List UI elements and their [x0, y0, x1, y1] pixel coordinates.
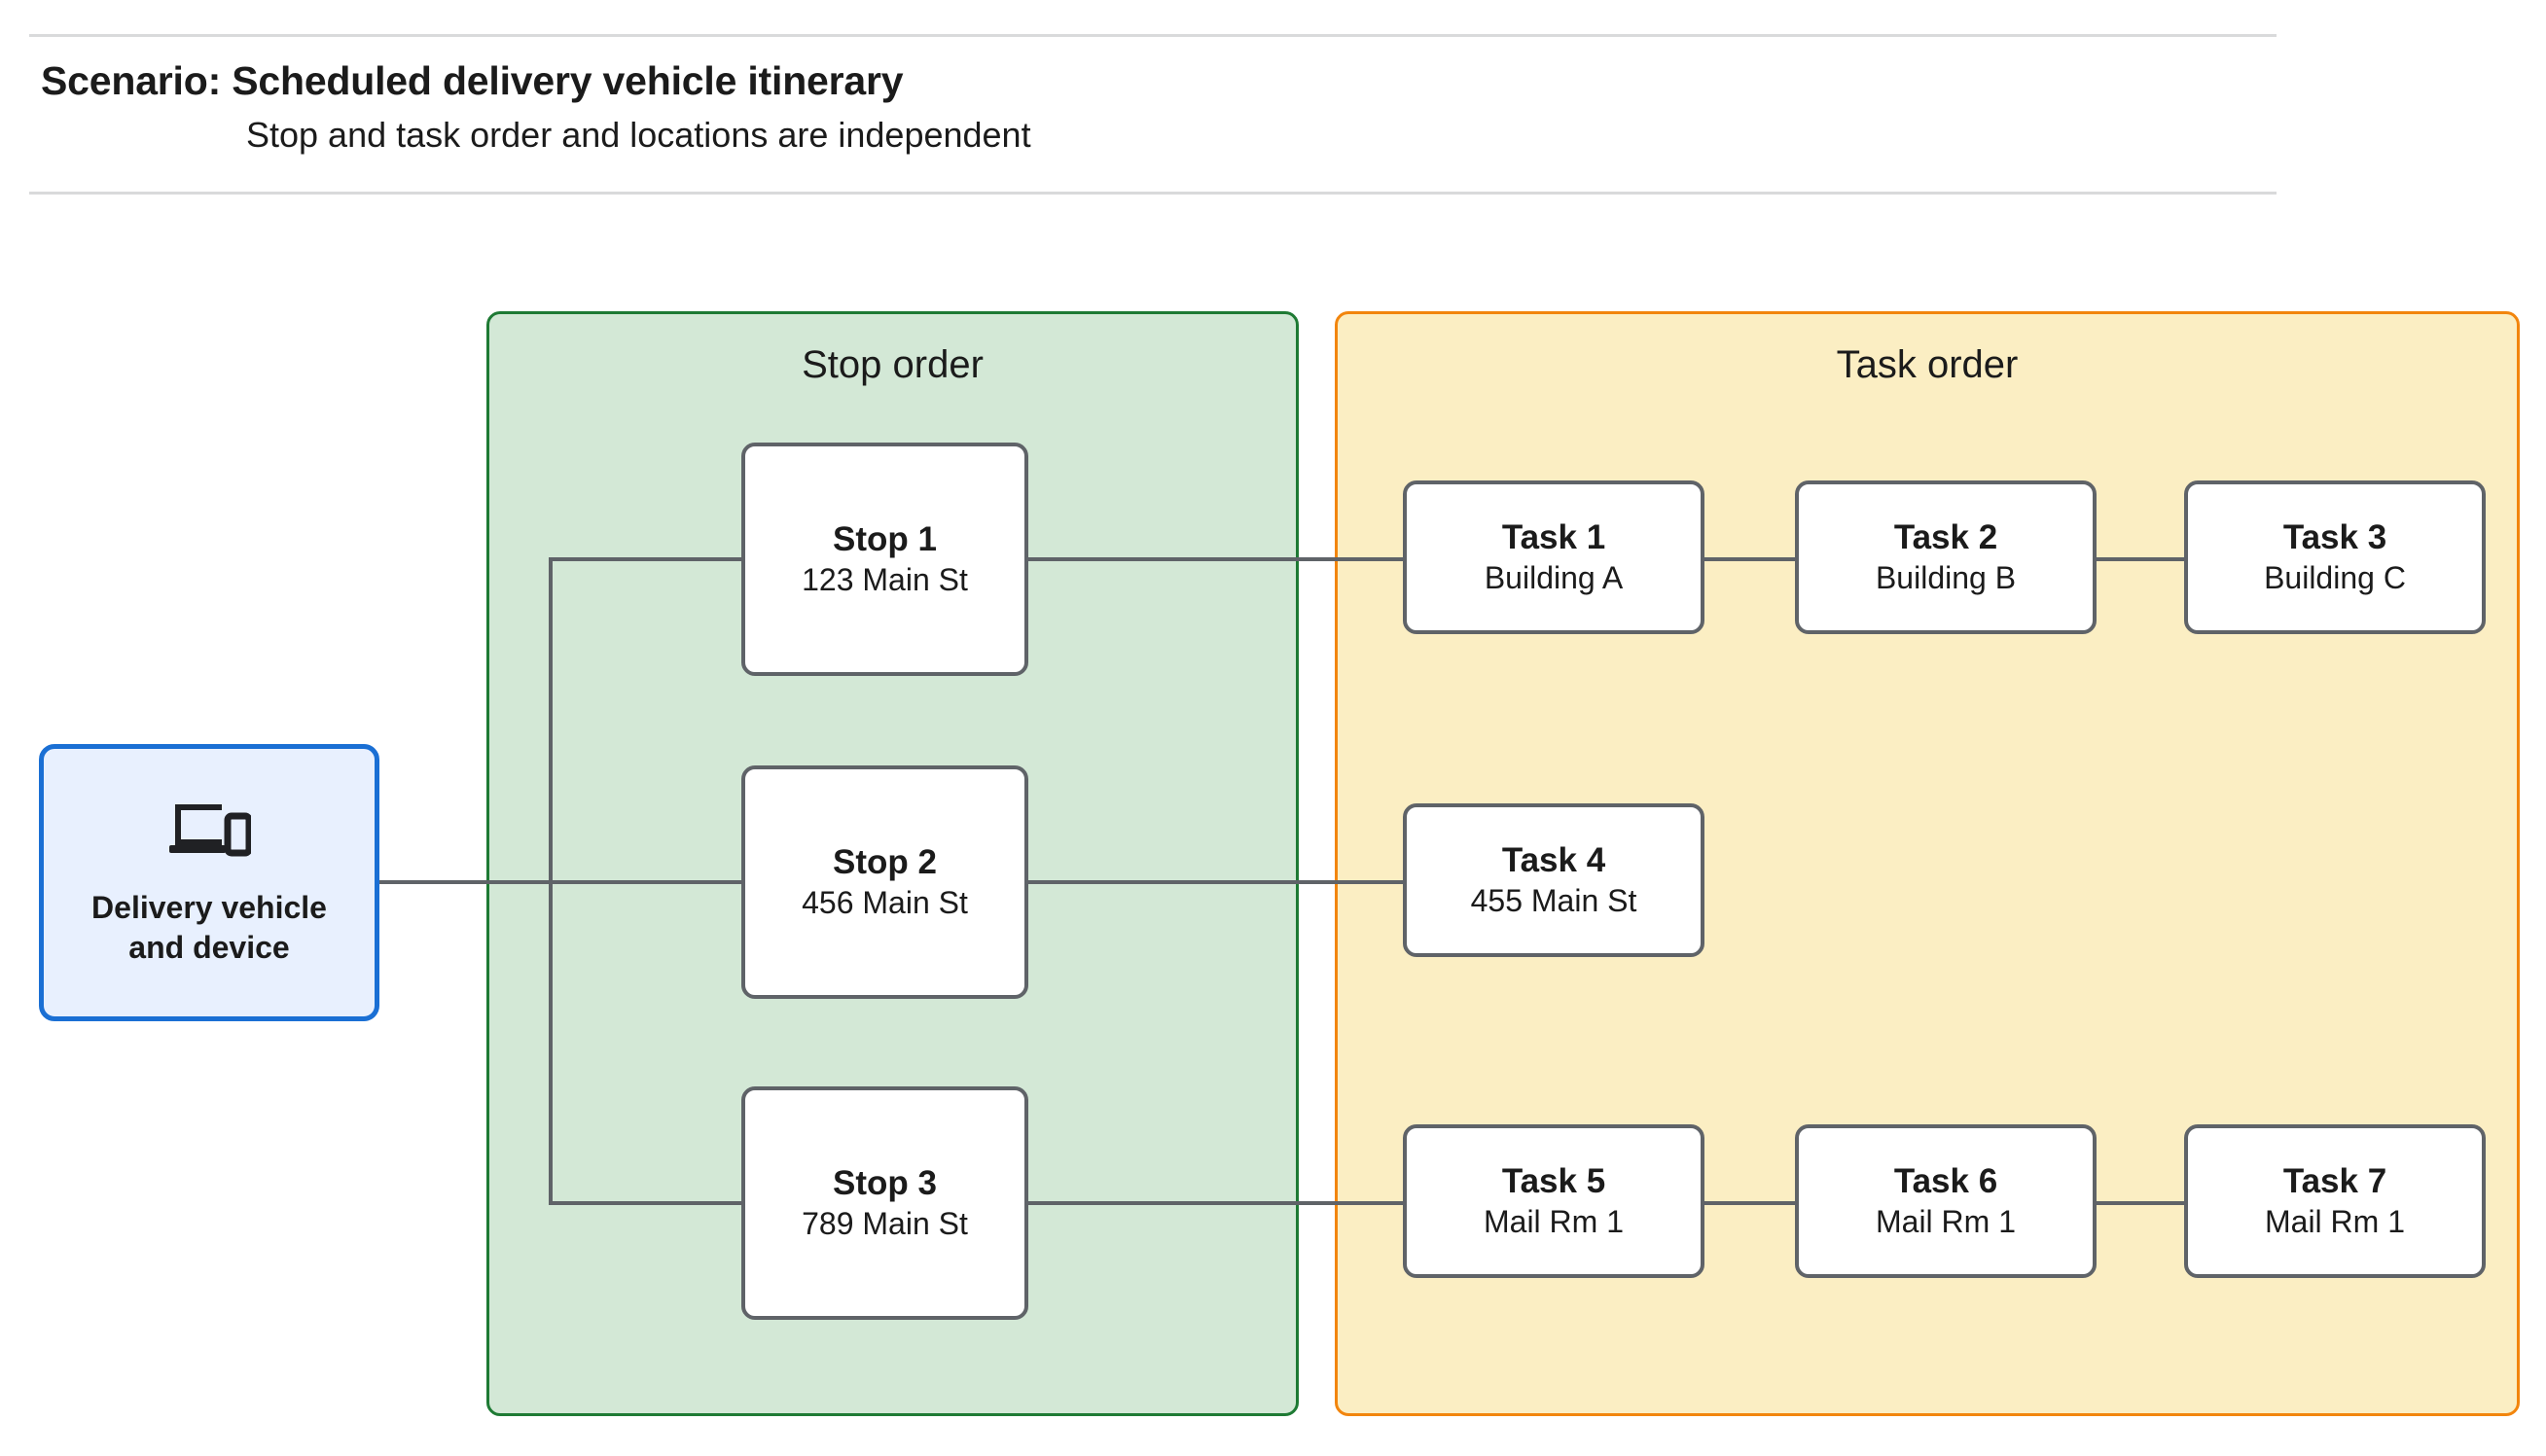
stop-node-3[interactable]: Stop 3 789 Main St [741, 1086, 1028, 1320]
connector-trunk-stop-1 [549, 557, 743, 561]
stop-node-2-address: 456 Main St [802, 884, 968, 920]
header-divider-bottom [29, 192, 2277, 195]
task-node-1-location: Building A [1484, 559, 1624, 595]
delivery-vehicle-node[interactable]: Delivery vehicle and device [39, 744, 379, 1021]
task-node-1-title: Task 1 [1501, 517, 1606, 556]
task-node-3-title: Task 3 [2282, 517, 2387, 556]
task-node-3-location: Building C [2264, 559, 2406, 595]
connector-vehicle-trunk [377, 880, 553, 884]
delivery-vehicle-label-line2: and device [128, 929, 290, 965]
task-node-6-location: Mail Rm 1 [1875, 1203, 2016, 1239]
task-node-4[interactable]: Task 4 455 Main St [1403, 803, 1704, 957]
connector-task-1-task-2 [1703, 557, 1810, 561]
task-node-6-title: Task 6 [1893, 1161, 1998, 1200]
task-node-2[interactable]: Task 2 Building B [1795, 480, 2097, 634]
task-node-4-location: 455 Main St [1470, 882, 1637, 918]
connector-stop-2-task-4 [1026, 880, 1406, 884]
stop-node-2[interactable]: Stop 2 456 Main St [741, 765, 1028, 999]
connector-stop-3-task-5 [1026, 1201, 1406, 1205]
task-node-5-location: Mail Rm 1 [1483, 1203, 1624, 1239]
task-node-4-title: Task 4 [1501, 840, 1606, 879]
stop-node-3-title: Stop 3 [833, 1163, 937, 1202]
task-node-2-location: Building B [1875, 559, 2017, 595]
task-node-2-title: Task 2 [1893, 517, 1998, 556]
page-title: Scenario: Scheduled delivery vehicle iti… [41, 58, 904, 103]
stop-order-panel-title: Stop order [802, 343, 984, 386]
stop-node-1[interactable]: Stop 1 123 Main St [741, 443, 1028, 676]
delivery-vehicle-label-line1: Delivery vehicle [91, 889, 327, 925]
task-node-1[interactable]: Task 1 Building A [1403, 480, 1704, 634]
connector-stop-1-task-1 [1026, 557, 1406, 561]
stop-node-1-title: Stop 1 [833, 519, 937, 558]
task-node-5-title: Task 5 [1501, 1161, 1606, 1200]
task-node-7[interactable]: Task 7 Mail Rm 1 [2184, 1124, 2486, 1278]
stop-node-2-title: Stop 2 [833, 842, 937, 881]
task-node-5[interactable]: Task 5 Mail Rm 1 [1403, 1124, 1704, 1278]
connector-task-5-task-6 [1703, 1201, 1810, 1205]
task-node-7-location: Mail Rm 1 [2264, 1203, 2405, 1239]
header-divider-top [29, 34, 2277, 37]
connector-task-6-task-7 [2092, 1201, 2199, 1205]
stop-node-3-address: 789 Main St [802, 1205, 968, 1241]
page-subtitle: Stop and task order and locations are in… [246, 115, 1031, 155]
connector-trunk-stop-2 [549, 880, 743, 884]
task-order-panel-title: Task order [1836, 343, 2019, 386]
task-node-3[interactable]: Task 3 Building C [2184, 480, 2486, 634]
devices-icon [167, 799, 253, 859]
delivery-vehicle-label: Delivery vehicle and device [91, 888, 327, 968]
stop-node-1-address: 123 Main St [802, 561, 968, 597]
task-node-6[interactable]: Task 6 Mail Rm 1 [1795, 1124, 2097, 1278]
connector-trunk-stop-3 [549, 1201, 743, 1205]
task-node-7-title: Task 7 [2282, 1161, 2387, 1200]
connector-task-2-task-3 [2092, 557, 2199, 561]
